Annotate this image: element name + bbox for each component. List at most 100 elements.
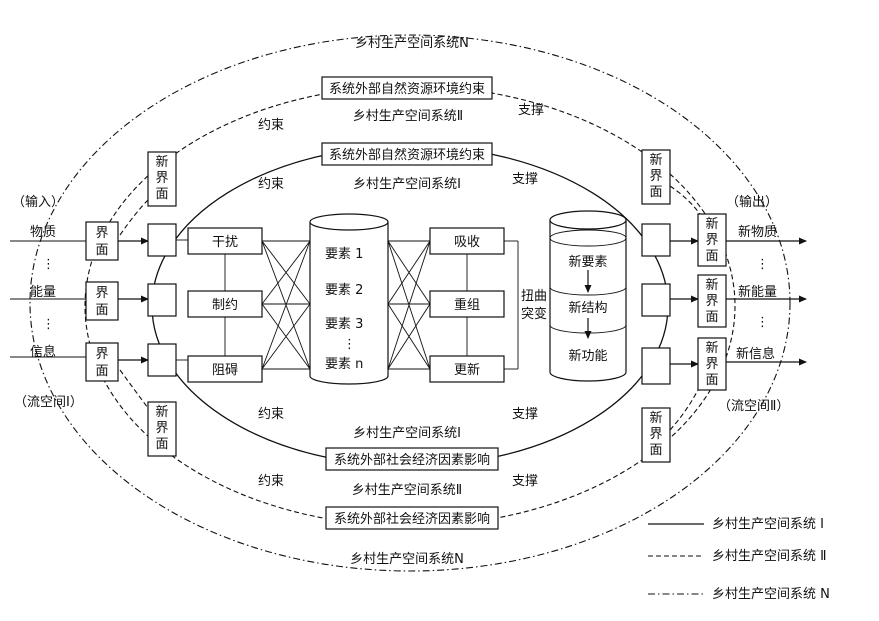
input-dots-1: ⋮ <box>42 257 55 272</box>
new-interface-left-top-c1: 新 <box>155 154 168 170</box>
interface-box-info <box>85 342 119 382</box>
input-material-label: 物质 <box>30 225 56 240</box>
legend-solid-label: 乡村生产空间系统 Ⅰ <box>712 517 824 532</box>
new-structure-label: 新结构 <box>568 300 607 316</box>
elements-cylinder <box>309 222 389 385</box>
restrict-label: 制约 <box>212 298 238 313</box>
element-1-label: 要素 1 <box>325 247 363 262</box>
interface-material-char1: 界 <box>95 226 108 241</box>
output-interface-box-2 <box>697 274 727 328</box>
element-2-label: 要素 2 <box>325 283 363 298</box>
new-interface-left-bottom-c1: 新 <box>155 404 168 420</box>
mutation-label-2: 突变 <box>521 306 547 322</box>
link-interface-to-new-bottom <box>119 369 149 409</box>
support-label-1: 支撑 <box>518 103 544 118</box>
natural-constraint-box-inner <box>321 142 493 166</box>
output-interface-1-c1: 新 <box>705 216 718 232</box>
output-header: （输出） <box>726 194 778 210</box>
new-interface-left-top-c2: 界 <box>155 171 168 186</box>
element-n-label: 要素 n <box>325 357 363 372</box>
update-box <box>429 355 505 383</box>
input-dots-2: ⋮ <box>42 317 55 332</box>
link-right-new-top <box>669 185 701 215</box>
input-footer: （流空间Ⅰ） <box>14 395 83 410</box>
output-interface-3-c1: 新 <box>705 340 718 356</box>
link-interface-to-new-top <box>119 199 149 236</box>
system-i-title-top: 乡村生产空间系统Ⅰ <box>353 177 461 192</box>
interface-box-energy <box>85 281 119 321</box>
mutation-label-1: 扭曲 <box>521 289 547 304</box>
output-interface-1-c3: 面 <box>705 249 718 264</box>
new-structure-cylinder-top <box>549 210 627 230</box>
output-dots-1: ⋮ <box>756 257 769 272</box>
restrict-box <box>187 290 263 318</box>
right-gate-2 <box>641 283 671 317</box>
natural-constraint-box-outer <box>321 76 493 100</box>
natural-constraint-outer-label: 系统外部自然资源环境约束 <box>329 81 485 97</box>
element-3-label: 要素 3 <box>325 317 363 332</box>
interface-energy-char2: 面 <box>95 303 108 318</box>
block-label: 阻碍 <box>212 363 238 378</box>
output-interface-2-c3: 面 <box>705 310 718 325</box>
new-interface-right-top-c1: 新 <box>649 152 662 168</box>
output-new-info-label: 新信息 <box>736 346 775 362</box>
left-crosslinks <box>261 240 311 370</box>
new-interface-box-right-top <box>641 149 671 205</box>
legend-dashed-label: 乡村生产空间系统 Ⅱ <box>712 549 827 564</box>
left-gate-2 <box>147 283 177 317</box>
new-interface-left-bottom-c2: 界 <box>155 421 168 436</box>
element-dots: ⋮ <box>343 337 356 352</box>
new-structure-band-1a <box>549 229 627 247</box>
new-function-label: 新功能 <box>568 348 607 364</box>
new-interface-right-bottom-c1: 新 <box>649 410 662 426</box>
new-interface-left-bottom-c3: 面 <box>155 437 168 452</box>
new-interface-box-left-top <box>147 151 177 207</box>
interface-info-char1: 界 <box>95 347 108 362</box>
natural-constraint-inner-label: 系统外部自然资源环境约束 <box>329 147 485 163</box>
output-interface-3-c3: 面 <box>705 373 718 388</box>
new-element-label: 新要素 <box>568 254 607 270</box>
support-label-3: 支撑 <box>512 407 538 422</box>
new-interface-left-top-c3: 面 <box>155 187 168 202</box>
output-new-energy-label: 新能量 <box>738 284 777 300</box>
left-gate-1 <box>147 223 177 257</box>
support-label-2: 支撑 <box>512 172 538 187</box>
output-dots-2: ⋮ <box>756 315 769 330</box>
absorb-label: 吸收 <box>454 235 480 250</box>
social-influence-inner-label: 系统外部社会经济因素影响 <box>334 452 490 468</box>
right-gate-3 <box>641 347 671 385</box>
system-ii-title-bottom: 乡村生产空间系统Ⅱ <box>352 483 462 498</box>
block-box <box>187 355 263 383</box>
restrict-label-2: 约束 <box>258 177 284 192</box>
reorganize-label: 重组 <box>454 297 480 313</box>
legend-dashdot-label: 乡村生产空间系统 N <box>712 587 830 602</box>
system-ii-boundary <box>84 85 736 527</box>
output-new-material-label: 新物质 <box>738 224 777 240</box>
output-footer: （流空间Ⅱ） <box>718 399 789 414</box>
system-n-title-bottom: 乡村生产空间系统N <box>350 552 464 567</box>
system-i-title-bottom: 乡村生产空间系统Ⅰ <box>353 426 461 441</box>
update-label: 更新 <box>454 362 480 378</box>
output-interface-box-3 <box>697 337 727 391</box>
social-influence-box-outer <box>325 506 499 530</box>
interface-energy-char1: 界 <box>95 286 108 301</box>
restrict-label-4: 约束 <box>258 474 284 489</box>
new-interface-box-right-bottom <box>641 407 671 463</box>
input-header: （输入） <box>12 194 64 210</box>
disturb-label: 干扰 <box>212 235 238 250</box>
output-interface-2-c2: 界 <box>705 294 718 309</box>
new-structure-band-2 <box>549 286 627 296</box>
new-interface-right-bottom-c2: 界 <box>649 427 662 442</box>
interface-info-char2: 面 <box>95 364 108 379</box>
right-gate-1 <box>641 223 671 257</box>
social-influence-box-inner <box>325 447 499 471</box>
restrict-label-3: 约束 <box>258 407 284 422</box>
disturb-box <box>187 227 263 255</box>
right-crosslinks <box>387 240 431 370</box>
restrict-label-1: 约束 <box>258 118 284 133</box>
output-interface-box-1 <box>697 213 727 267</box>
social-influence-outer-label: 系统外部社会经济因素影响 <box>334 511 490 527</box>
new-interface-right-top-c3: 面 <box>649 185 662 200</box>
new-structure-cylinder <box>549 220 627 382</box>
system-n-title-top: 乡村生产空间系统N <box>355 36 469 51</box>
